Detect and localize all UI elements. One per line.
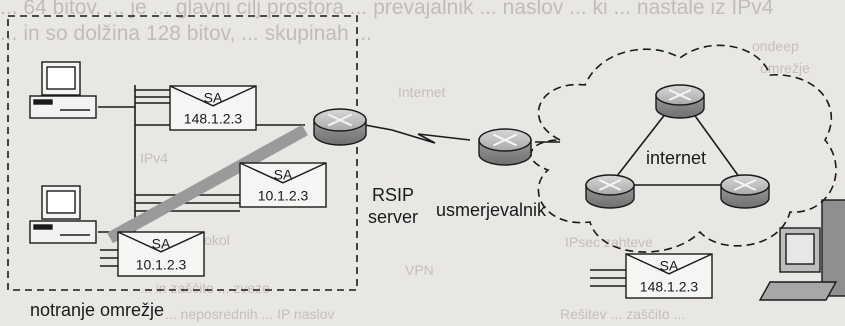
internet-router-icon [720, 174, 770, 209]
internal-network-boundary [7, 15, 358, 291]
packet-type-label: SA [660, 258, 679, 274]
packet-type-label: SA [152, 236, 171, 252]
rsip-tunnel [107, 124, 308, 244]
internal-network-label: notranje omrežje [30, 300, 165, 320]
background-text-line2: ... in so dolžina 128 bitov, ... skupina… [0, 22, 372, 45]
internet-label: internet [646, 148, 707, 168]
workstation-icon [29, 185, 97, 244]
background-text-right2: omrežje [760, 60, 810, 76]
remote-workstation-icon [758, 199, 845, 301]
rsip-server-label-line2: server [367, 207, 418, 227]
background-text-bottom3: Rešitev ... zaščito ... [560, 306, 686, 322]
packet-address-label: 148.1.2.3 [640, 278, 699, 294]
packet-envelope: SA 148.1.2.3 [625, 253, 713, 299]
background-text-vpn: VPN [405, 262, 434, 278]
background-text-right1: ondeep [752, 38, 799, 54]
rsip-server-label-line1: RSIP [371, 185, 414, 205]
packet-address-label: 10.1.2.3 [258, 187, 309, 203]
packet-type-label: SA [274, 167, 293, 183]
packet-envelope: SA 148.1.2.3 [169, 85, 257, 131]
background-text-ipv4: IPv4 [140, 150, 169, 166]
router-label: usmerjevalnik [436, 200, 547, 220]
internet-router-icon [585, 174, 635, 209]
packet-address-label: 148.1.2.3 [184, 110, 243, 126]
wan-link [391, 129, 471, 144]
rsip-server-label: RSIP server [348, 184, 438, 228]
internet-cloud [530, 44, 837, 253]
routers [313, 84, 770, 209]
rsip-server-router-icon [313, 108, 367, 146]
packet-envelope: SA 10.1.2.3 [117, 231, 205, 277]
background-text-internet: Internet [398, 84, 446, 100]
background-text-line1: ... 64 bitov, ... je ... glavni cilj pro… [0, 0, 774, 19]
background-text-bottom1: ... in zaščito ... zveze [140, 280, 270, 296]
internet-router-icon [655, 84, 705, 119]
workstation-icon [29, 61, 97, 119]
packet-envelope: SA 10.1.2.3 [239, 162, 327, 208]
edge-router-icon [478, 128, 532, 166]
background-text-ipsec: IPsec zahteve [565, 234, 653, 250]
background-text-bottom2: ... neposrednih ... IP naslov [165, 306, 335, 322]
packet-type-label: SA [204, 90, 223, 106]
packet-address-label: 10.1.2.3 [136, 256, 187, 272]
